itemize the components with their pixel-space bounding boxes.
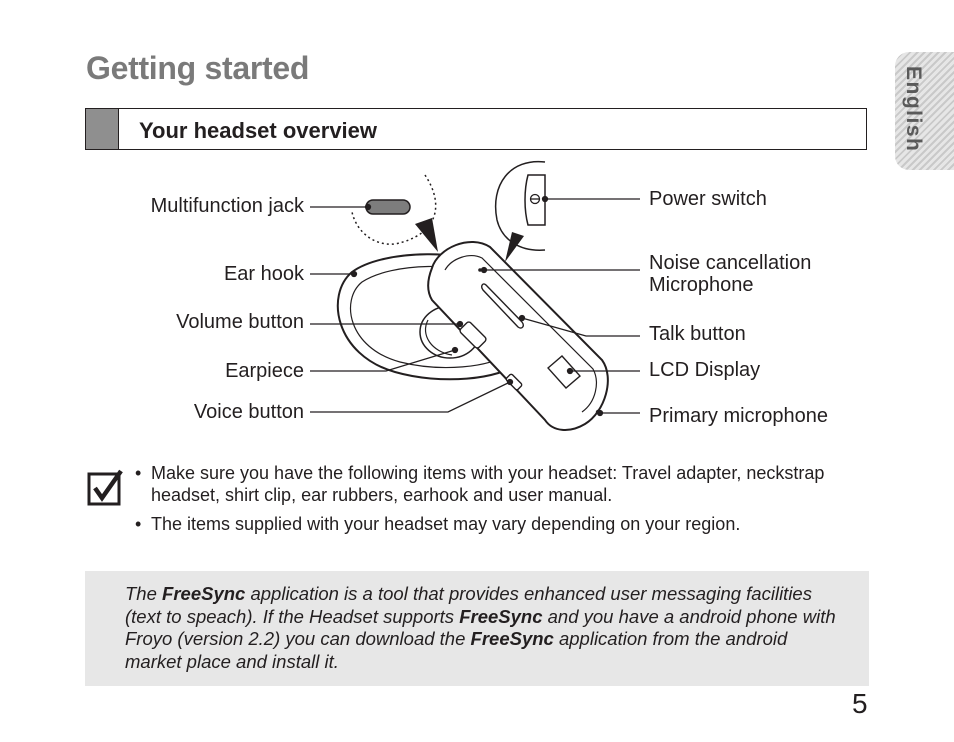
checkbox-check-icon xyxy=(87,469,123,506)
note-item: • The items supplied with your headset m… xyxy=(135,513,855,535)
label-earpiece: Earpiece xyxy=(225,360,304,382)
section-title: Your headset overview xyxy=(139,118,378,143)
info-text: and you have a android phone with Froyo … xyxy=(125,605,836,650)
section-marker xyxy=(86,109,119,149)
label-volume-button: Volume button xyxy=(176,311,304,333)
lcd-display-shape xyxy=(546,355,582,389)
info-text: application from the android market plac… xyxy=(125,628,788,672)
label-ear-hook: Ear hook xyxy=(223,263,304,285)
section-header: Your headset overview xyxy=(85,108,867,150)
headset-illustration xyxy=(310,160,640,431)
bullet: • xyxy=(135,463,142,483)
info-text: application is a tool that provides enha… xyxy=(125,583,812,627)
page-title: Getting started xyxy=(86,50,310,86)
language-tab-label: English xyxy=(902,66,925,153)
info-bold: FreeSync xyxy=(470,628,554,649)
ear-hook-shape xyxy=(336,253,521,381)
label-voice-button: Voice button xyxy=(193,401,304,423)
note-text: The items supplied with your headset may… xyxy=(151,514,741,534)
page-number: 5 xyxy=(852,688,868,719)
label-primary-microphone: Primary microphone xyxy=(649,405,828,427)
language-tab: English xyxy=(895,52,954,170)
freesync-info-box: The FreeSync application is a tool that … xyxy=(85,571,869,686)
label-microphone: Microphone xyxy=(649,274,754,296)
label-multifunction-jack: Multifunction jack xyxy=(150,195,304,217)
label-noise-cancellation: Noise cancellation xyxy=(649,252,812,274)
label-lcd-display: LCD Display xyxy=(649,359,761,381)
info-bold: FreeSync xyxy=(162,583,246,604)
note-text: Make sure you have the following items w… xyxy=(151,463,825,505)
info-bold: FreeSync xyxy=(459,605,543,627)
bullet: • xyxy=(135,514,142,534)
notes-list: • Make sure you have the following items… xyxy=(135,462,855,542)
info-text: The xyxy=(125,583,163,604)
label-power-switch: Power switch xyxy=(649,188,767,210)
note-item: • Make sure you have the following items… xyxy=(135,462,855,506)
label-talk-button: Talk button xyxy=(649,323,746,345)
talk-button-shape xyxy=(481,283,524,329)
headset-diagram: Multifunction jack Ear hook Volume butto… xyxy=(0,155,954,455)
jack-port-shape xyxy=(365,199,411,215)
